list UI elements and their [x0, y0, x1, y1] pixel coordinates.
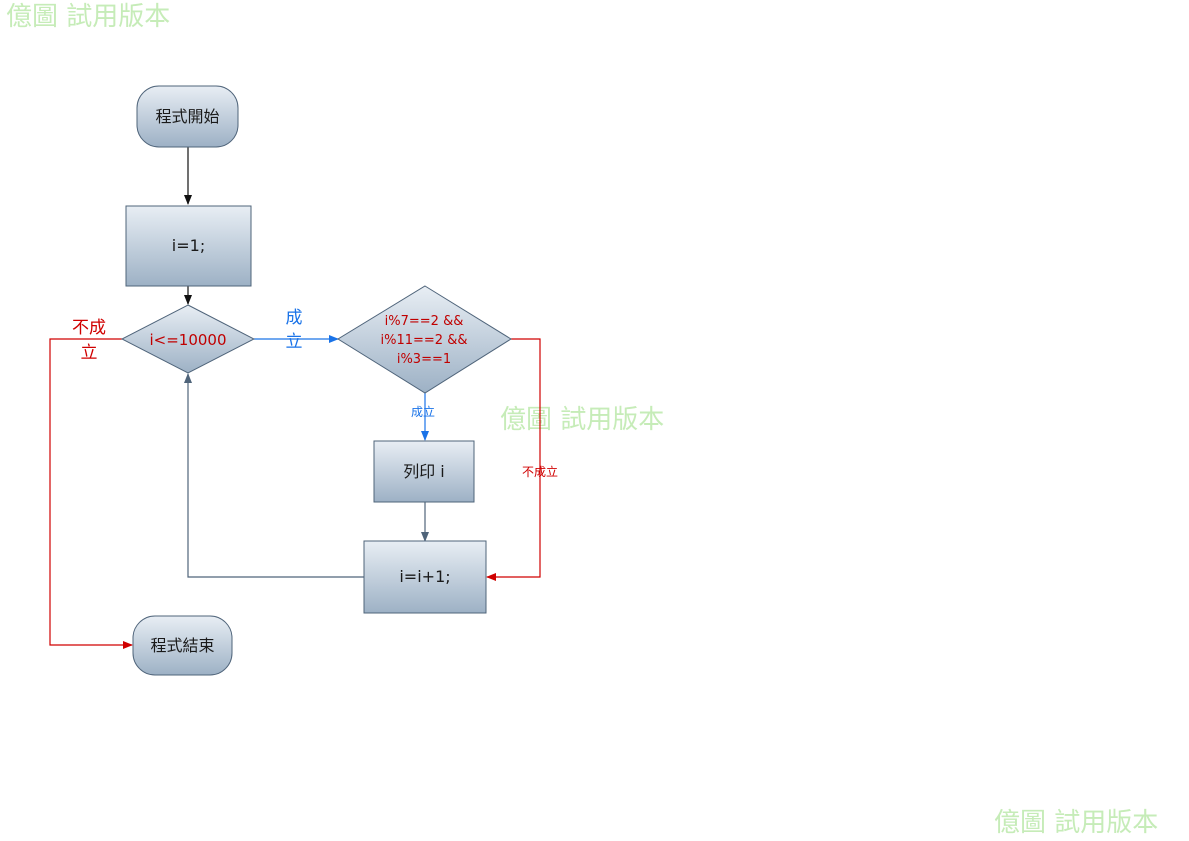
start-node-label: 程式開始 [155, 107, 219, 126]
check-condition-line-1: i%7==2 && [385, 314, 464, 329]
watermark-middle: 億圖 試用版本 [500, 405, 664, 435]
end-node: 程式結束 [132, 615, 233, 676]
increment-node: i=i+1; [363, 540, 487, 614]
init-node: i=1; [125, 205, 252, 287]
check-condition-line-3: i%3==1 [397, 352, 451, 367]
edge-increment-to-loop [184, 373, 364, 578]
init-node-label: i=1; [172, 236, 205, 255]
watermark-bottom-right: 億圖 試用版本 [994, 808, 1158, 838]
edge-loop-false [49, 338, 133, 649]
print-node: 列印 i [373, 440, 475, 503]
loop-false-label-line-2: 立 [81, 343, 98, 363]
loop-true-label-line-2: 立 [286, 332, 303, 352]
watermark-top-left: 億圖 試用版本 [6, 2, 170, 32]
loop-true-label-line-1: 成 [286, 308, 303, 328]
edge-check-false [486, 338, 541, 581]
check-false-label: 不成立 [522, 464, 558, 479]
start-node: 程式開始 [136, 85, 239, 148]
print-node-label: 列印 i [403, 462, 445, 481]
check-condition-node: i%7==2 && i%11==2 && i%3==1 [337, 285, 512, 394]
loop-condition-node: i<=10000 [120, 304, 256, 374]
increment-node-label: i=i+1; [399, 567, 450, 586]
loop-condition-label: i<=10000 [149, 331, 226, 349]
check-condition-line-2: i%11==2 && [381, 333, 468, 348]
loop-false-label-line-1: 不成 [72, 318, 106, 338]
end-node-label: 程式結束 [150, 636, 214, 655]
check-true-label: 成立 [411, 404, 435, 419]
